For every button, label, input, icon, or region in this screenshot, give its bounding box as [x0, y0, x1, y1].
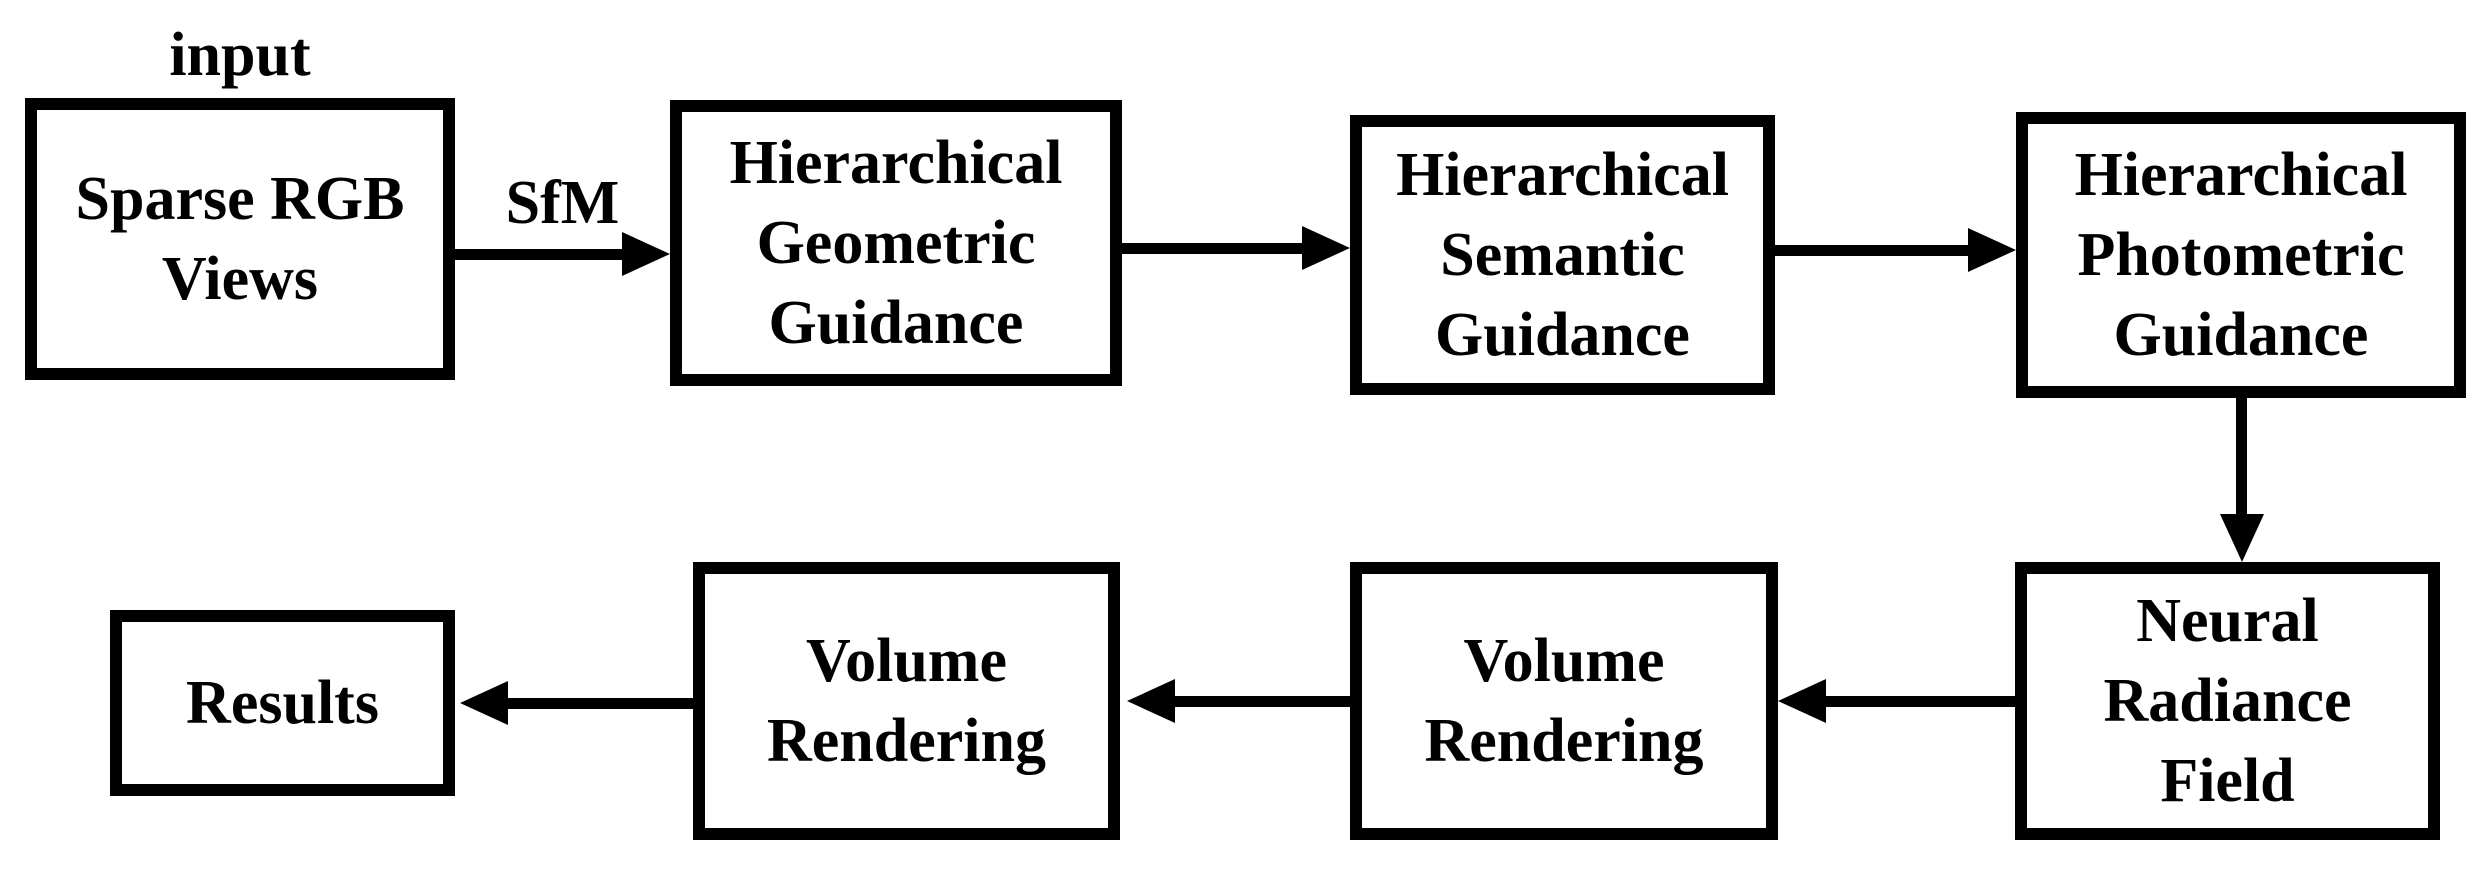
arrow-geometric-to-semantic-shaft — [1122, 243, 1306, 254]
arrow-volume-rendering-to-results-shaft — [504, 698, 693, 709]
arrow-nrf-to-volume-rendering-head-left-icon — [1778, 679, 1826, 723]
arrow-nrf-to-volume-rendering-shaft — [1822, 696, 2015, 707]
arrow-photometric-to-nrf-shaft — [2236, 398, 2247, 516]
arrow-semantic-to-photometric-shaft — [1775, 245, 1972, 256]
node-label: Results — [186, 669, 379, 737]
arrow-volume-rendering-to-volume-rendering-head-left-icon — [1127, 679, 1175, 723]
arrow-photometric-to-nrf-head-down-icon — [2220, 514, 2264, 562]
arrow-volume-rendering-to-volume-rendering-shaft — [1171, 696, 1350, 707]
arrow-semantic-to-photometric-head-right-icon — [1968, 228, 2016, 272]
input-label: input — [169, 21, 311, 89]
arrow-sfm-shaft — [455, 249, 626, 260]
arrow-sfm-head-right-icon — [622, 232, 670, 276]
arrow-geometric-to-semantic-head-right-icon — [1302, 226, 1350, 270]
arrow-volume-rendering-to-results-head-left-icon — [460, 681, 508, 725]
node-results: Results — [110, 610, 455, 796]
edge-label-sfm: SfM — [505, 169, 620, 237]
